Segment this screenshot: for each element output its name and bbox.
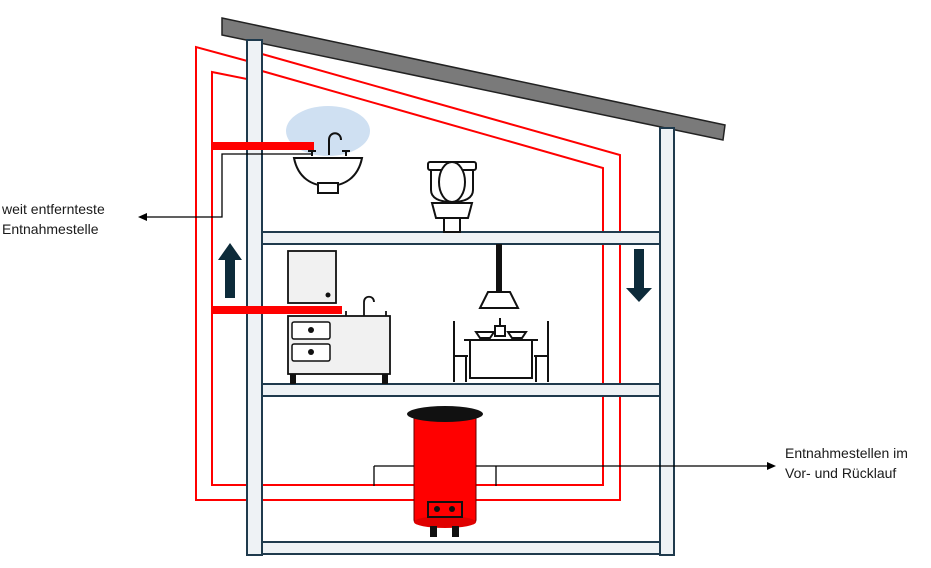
leader-far-arrowhead	[138, 213, 147, 221]
label-loop-tapping-points: Entnahmestellen im Vor- und Rücklauf	[785, 443, 908, 483]
right-wall	[659, 127, 675, 556]
dining-table-icon	[453, 318, 549, 382]
circulation-pipe-inner	[211, 70, 604, 486]
tapping-stub-bathroom	[212, 142, 314, 150]
bathroom-sink-icon	[292, 132, 364, 194]
leader-loop-points	[373, 465, 768, 486]
kitchen-cabinet-icon	[287, 315, 391, 384]
label-loop-line1: Entnahmestellen im	[785, 445, 908, 461]
roof	[221, 17, 726, 141]
label-far-line2: Entnahmestelle	[2, 221, 99, 237]
floor-upper	[261, 231, 661, 245]
label-loop-line2: Vor- und Rücklauf	[785, 465, 897, 481]
leader-loop-arrowhead	[767, 462, 776, 470]
left-wall	[246, 39, 263, 556]
tapping-stub-kitchen	[212, 306, 342, 314]
kitchen-faucet-icon	[345, 295, 387, 316]
kitchen-wall-cabinet	[287, 250, 337, 304]
leader-far-point	[146, 150, 313, 218]
water-heater-icon	[407, 406, 483, 537]
circulation-pipe-outer	[195, 45, 621, 501]
pendant-lamp-icon	[478, 244, 520, 309]
label-far-tapping-point: weit entfernteste Entnahmestelle	[2, 199, 105, 239]
label-far-line1: weit entfernteste	[2, 201, 105, 217]
floor-ground	[261, 541, 661, 555]
flow-arrow-up	[218, 243, 242, 298]
toilet-icon	[427, 161, 477, 233]
flow-arrow-down	[626, 249, 652, 302]
floor-middle	[261, 383, 661, 397]
